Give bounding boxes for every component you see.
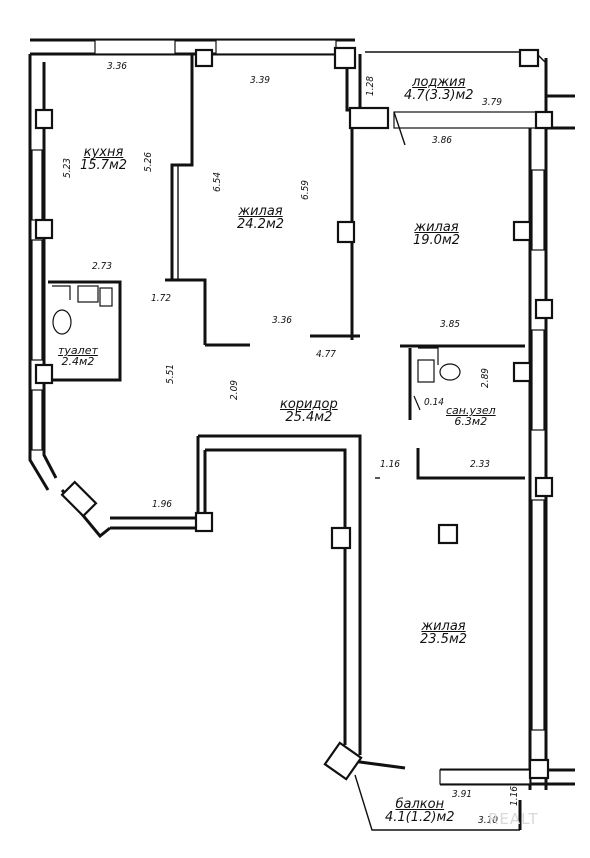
dim-kitchen-top: 3.36: [107, 61, 128, 72]
dim-corr-209: 2.09: [229, 379, 240, 400]
dim-living1-top: 3.39: [250, 75, 271, 86]
sink-fixture: [77, 285, 99, 303]
dim-loggia-side: 1.28: [365, 75, 376, 96]
corridor-name: коридор: [280, 397, 338, 412]
loggia-window: [393, 111, 545, 129]
loggia-area: 4.7(3.3)м2: [404, 88, 474, 103]
bathroom-label: сан.узел 6.3м2: [446, 405, 496, 427]
dim-living1-left: 6.54: [212, 171, 223, 192]
dim-balcony-116: 1.16: [509, 785, 520, 806]
balcony-area: 4.1(1.2)м2: [385, 810, 455, 825]
dim-balcony-310: 3.10: [478, 815, 499, 826]
bathroom-area: 6.3м2: [454, 415, 488, 428]
toilet-name: туалет: [58, 344, 98, 357]
dim-corr-477: 4.77: [316, 349, 337, 360]
balcony-name: балкон: [395, 797, 445, 812]
living3-name: жилая: [421, 619, 466, 634]
dim-bath-233: 2.33: [470, 459, 491, 470]
living3-area: 23.5м2: [420, 632, 468, 647]
corridor-area: 25.4м2: [285, 410, 333, 425]
dim-balcony-391: 3.91: [452, 789, 473, 800]
toilet-walls: [48, 280, 122, 382]
living1-label: жилая 24.2м2: [237, 205, 284, 231]
kitchen-partition: [170, 54, 194, 280]
toilet-label: туалет 2.4м2: [58, 345, 98, 367]
loggia-name: лоджия: [412, 75, 466, 90]
bathroom-name: сан.узел: [446, 404, 496, 417]
kitchen-name: кухня: [83, 145, 124, 160]
loggia-outline: [365, 51, 546, 63]
kitchen-label: кухня 15.7м2: [80, 146, 127, 172]
bath-fixture: [418, 347, 439, 365]
window-kitchen: [94, 39, 176, 55]
dim-living1-bottom: 3.36: [272, 315, 293, 326]
living1-right-wall: [345, 54, 354, 340]
dim-corr-551: 5.51: [165, 363, 176, 384]
dim-bath-289: 2.89: [480, 367, 491, 388]
living2-label: жилая 19.0м2: [413, 221, 460, 247]
living1-name: жилая: [238, 204, 283, 219]
living2-area: 19.0м2: [413, 233, 461, 248]
dim-corr-172: 1.72: [151, 293, 172, 304]
corridor-label: коридор 25.4м2: [280, 398, 338, 424]
column: [194, 48, 214, 68]
dim-bath-014: 0.14: [424, 397, 445, 408]
loggia-label: лоджия 4.7(3.3)м2: [404, 76, 474, 102]
window-living1: [215, 39, 337, 55]
toilet-area: 2.4м2: [61, 355, 95, 368]
corridor-bottom-wall: [198, 434, 362, 755]
balcony-outline: [354, 774, 520, 831]
dim-bath-116: 1.16: [380, 459, 401, 470]
dim-toilet-top: 2.73: [92, 261, 113, 272]
kitchen-area: 15.7м2: [80, 158, 128, 173]
living1-area: 24.2м2: [237, 217, 285, 232]
dim-loggia-bottom: 3.86: [432, 135, 453, 146]
west-wall: [28, 54, 50, 491]
balcony-label: балкон 4.1(1.2)м2: [385, 798, 455, 824]
corridor-wall-a: [165, 278, 207, 345]
dim-living2-bottom: 3.85: [440, 319, 461, 330]
living2-name: жилая: [414, 220, 459, 235]
dim-kitchen-right: 5.26: [143, 151, 154, 172]
dim-living1-right: 6.59: [300, 179, 311, 200]
toilet-bowl: [52, 309, 72, 335]
window-kitchen-side: [31, 149, 43, 221]
living3-label: жилая 23.5м2: [420, 620, 467, 646]
watermark: REALT: [488, 810, 539, 828]
dim-kitchen-left: 5.23: [62, 157, 73, 178]
dim-corr-196: 1.96: [152, 499, 173, 510]
dim-loggia-top: 3.79: [482, 97, 503, 108]
